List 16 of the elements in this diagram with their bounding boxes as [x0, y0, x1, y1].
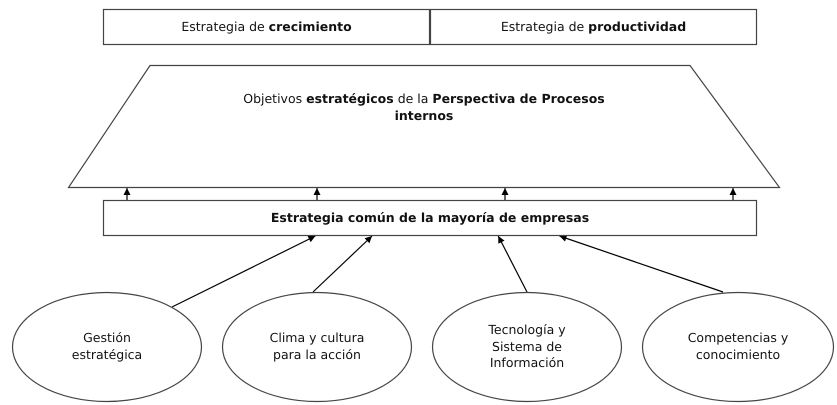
arrow: [502, 188, 508, 200]
arrow: [559, 234, 724, 293]
node-label: Estrategia de crecimiento: [181, 18, 352, 36]
arrow: [312, 236, 372, 292]
arrow: [314, 188, 320, 200]
node-label: Gestión estratégica: [70, 330, 144, 364]
arrow: [124, 188, 130, 200]
node-label: Tecnología y Sistema de Información: [487, 322, 567, 372]
arrow: [498, 236, 528, 292]
node-label: Clima y cultura para la acción: [268, 330, 366, 364]
arrow: [730, 188, 736, 200]
arrow: [172, 235, 316, 308]
node-label: Competencias y conocimiento: [686, 330, 790, 364]
node-label: Estrategia común de la mayoría de empresas: [270, 210, 590, 226]
node-label: Objetivos estratégicos de la Perspectiva de Procesos internos: [242, 90, 606, 124]
node-label: Estrategia de productividad: [500, 18, 686, 36]
